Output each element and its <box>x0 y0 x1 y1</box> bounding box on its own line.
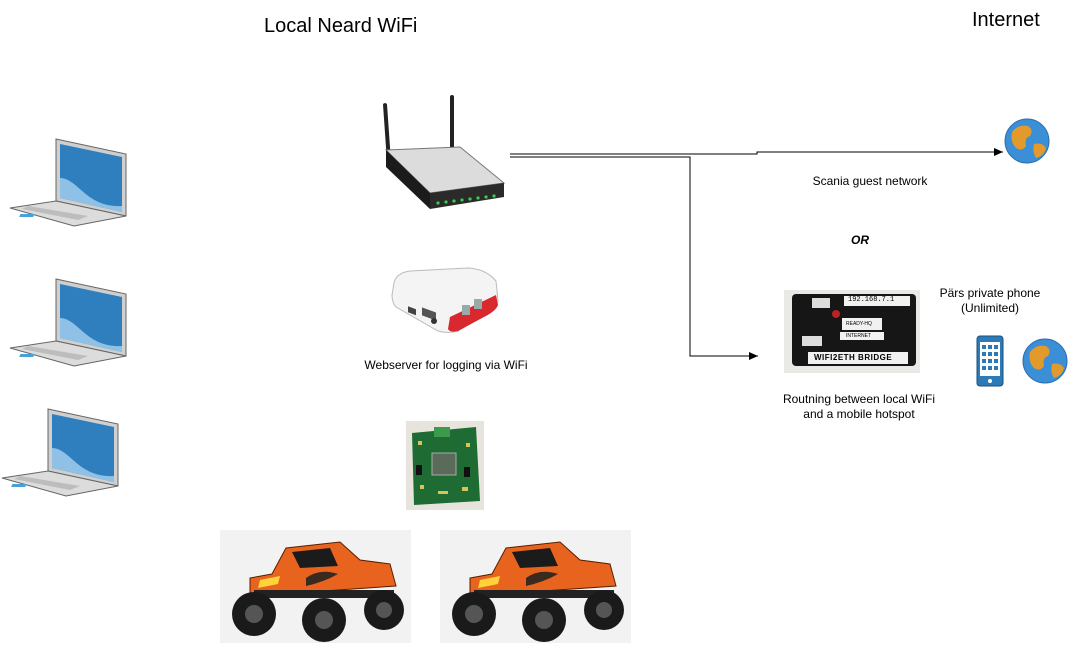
laptop-icon <box>9 278 127 367</box>
bridge-ip-text: 192.168.7.1 <box>848 296 895 304</box>
private-phone-label-line2: (Unlimited) <box>960 301 1019 315</box>
private-phone-label-line1: Pärs private phone <box>939 286 1041 300</box>
laptop-icon <box>1 408 119 497</box>
rc-truck-icon <box>220 530 411 643</box>
bridge-status-text: READY-HQ <box>846 321 872 327</box>
circuit-board-icon <box>406 421 484 510</box>
or-label: OR <box>851 233 869 247</box>
globe-icon <box>1004 118 1050 164</box>
globe-icon <box>1022 338 1068 384</box>
private-phone-label: Pärs private phone (Unlimited) <box>930 286 1050 316</box>
bridge-device-icon: 192.168.7.1 READY-HQ INTERNET WIFI2ETH B… <box>784 290 920 373</box>
laptop-icon <box>9 138 127 227</box>
routing-label-line1: Routning between local WiFi <box>782 392 936 406</box>
bridge-sub-text: INTERNET <box>846 333 871 339</box>
internet-title: Internet <box>972 9 1040 31</box>
routing-label: Routning between local WiFi and a mobile… <box>774 392 944 422</box>
bridge-device-shape <box>792 294 916 366</box>
scania-guest-label: Scania guest network <box>812 174 928 188</box>
local-wifi-title: Local Neard WiFi <box>264 15 418 37</box>
bridge-name-text: WIFI2ETH BRIDGE <box>814 353 893 362</box>
line-to-bridge <box>510 156 758 360</box>
raspberry-pi-icon <box>391 267 499 333</box>
rc-truck-icon <box>440 530 631 643</box>
line-to-internet <box>510 148 1003 156</box>
router-icon <box>383 95 506 209</box>
smartphone-icon <box>976 335 1004 387</box>
webserver-label: Webserver for logging via WiFi <box>364 358 528 372</box>
routing-label-line2: and a mobile hotspot <box>803 407 915 421</box>
